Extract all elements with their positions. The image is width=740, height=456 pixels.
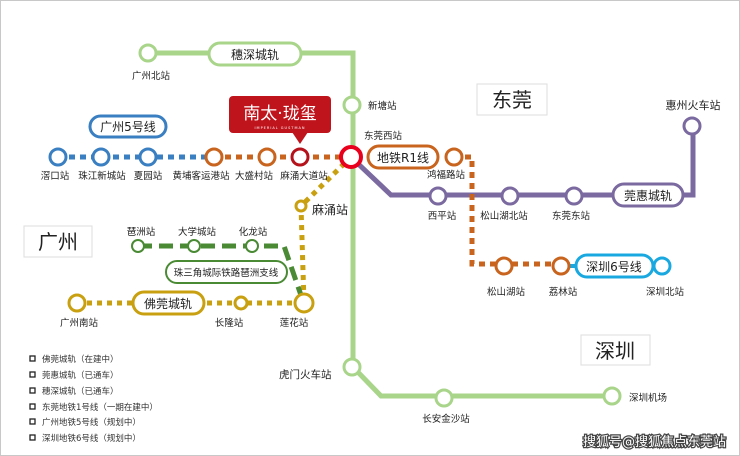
legend-item: 深圳地铁6号线（规划中） bbox=[29, 433, 141, 444]
station-name: 珠江新城站 bbox=[78, 170, 126, 182]
station-lianhua[interactable] bbox=[293, 292, 315, 314]
svg-text:广州5号线: 广州5号线 bbox=[100, 120, 156, 134]
region-dongguan: 东莞 bbox=[476, 83, 548, 116]
svg-text:IMPERIAL GUSTMAN: IMPERIAL GUSTMAN bbox=[255, 126, 306, 130]
station-hongfulu[interactable] bbox=[444, 147, 464, 167]
legend-item: 东莞地铁1号线（一期在建中） bbox=[29, 402, 158, 413]
label-guanhui: 莞惠城轨 bbox=[611, 182, 685, 208]
station-name: 长隆站 bbox=[215, 317, 244, 329]
station-name: 深圳机场 bbox=[629, 392, 667, 404]
station-humen[interactable] bbox=[342, 357, 362, 377]
station-name: 松山湖北站 bbox=[480, 210, 528, 222]
svg-text:珠三角城际铁路琶洲支线: 珠三角城际铁路琶洲支线 bbox=[174, 267, 279, 279]
station-songshanhu[interactable] bbox=[494, 256, 514, 276]
station-dongguandong[interactable] bbox=[564, 186, 584, 206]
station-hualong[interactable] bbox=[245, 239, 259, 253]
station-shenzhenjichang[interactable] bbox=[602, 386, 622, 406]
svg-text:佛莞城轨（在建中）: 佛莞城轨（在建中） bbox=[42, 354, 119, 365]
svg-text:莞惠城轨（已通车）: 莞惠城轨（已通车） bbox=[42, 370, 119, 381]
line-guanhui bbox=[349, 126, 696, 198]
station-xiping[interactable] bbox=[428, 186, 448, 206]
station-songshanhubei[interactable] bbox=[500, 186, 520, 206]
station-name: 西平站 bbox=[428, 210, 457, 222]
station-guangzhounan[interactable] bbox=[67, 293, 87, 313]
station-lilin[interactable] bbox=[551, 256, 571, 276]
station-huangpu[interactable] bbox=[204, 147, 224, 167]
legend-item: 佛莞城轨（在建中） bbox=[29, 354, 119, 365]
svg-text:广州地铁5号线（规划中）: 广州地铁5号线（规划中） bbox=[42, 417, 141, 428]
station-name: 黄埔客运港站 bbox=[172, 170, 230, 182]
station-changanjinsha[interactable] bbox=[434, 388, 454, 408]
project-logo: 南太·珑玺 IMPERIAL GUSTMAN bbox=[229, 96, 331, 144]
station-dongguanxi[interactable] bbox=[339, 145, 363, 169]
svg-text:莞惠城轨: 莞惠城轨 bbox=[624, 189, 672, 203]
station-name: 深圳北站 bbox=[646, 286, 685, 298]
svg-text:佛莞城轨: 佛莞城轨 bbox=[144, 297, 192, 311]
svg-text:深圳: 深圳 bbox=[595, 339, 635, 363]
station-changlong[interactable] bbox=[233, 295, 249, 311]
svg-text:地铁R1线: 地铁R1线 bbox=[377, 151, 429, 165]
svg-text:东莞地铁1号线（一期在建中）: 东莞地铁1号线（一期在建中） bbox=[42, 402, 158, 413]
station-dashengcun[interactable] bbox=[257, 147, 277, 167]
svg-text:穗深城轨: 穗深城轨 bbox=[231, 48, 279, 62]
svg-text:南太·珑玺: 南太·珑玺 bbox=[243, 104, 316, 124]
station-name: 惠州火车站 bbox=[666, 98, 721, 112]
region-shenzhen: 深圳 bbox=[580, 334, 651, 366]
station-name: 新塘站 bbox=[368, 100, 397, 112]
svg-text:深圳6号线: 深圳6号线 bbox=[586, 260, 642, 274]
station-name: 松山湖站 bbox=[487, 286, 526, 298]
station-name: 莲花站 bbox=[280, 317, 309, 329]
station-name: 广州南站 bbox=[60, 317, 99, 329]
label-r1: 地铁R1线 bbox=[366, 144, 440, 170]
station-pazhou[interactable] bbox=[131, 239, 145, 253]
station-zhujiangxincheng[interactable] bbox=[91, 147, 111, 167]
svg-text:广州: 广州 bbox=[38, 230, 78, 254]
watermark: 搜狐号@搜狐焦点东莞站 bbox=[583, 435, 726, 450]
svg-text:东莞: 东莞 bbox=[492, 88, 532, 112]
station-name: 化龙站 bbox=[239, 226, 268, 238]
station-name: 东莞东站 bbox=[552, 210, 591, 222]
station-daxuecheng[interactable] bbox=[187, 239, 201, 253]
station-name: 荔林站 bbox=[549, 286, 578, 298]
station-name: 大学城站 bbox=[178, 226, 217, 238]
label-pazhou: 珠三角城际铁路琶洲支线 bbox=[165, 260, 288, 284]
station-shenzhenbei[interactable] bbox=[652, 256, 672, 276]
legend-item: 穗深城轨（已通车） bbox=[29, 386, 119, 397]
station-machong[interactable] bbox=[294, 199, 308, 213]
station-name: 麻涌大道站 bbox=[280, 170, 328, 182]
label-foguan: 佛莞城轨 bbox=[131, 290, 206, 316]
station-xiayuan[interactable] bbox=[138, 147, 158, 167]
svg-text:深圳地铁6号线（规划中）: 深圳地铁6号线（规划中） bbox=[42, 433, 141, 444]
line-r1-east bbox=[454, 154, 561, 267]
label-gz5: 广州5号线 bbox=[88, 114, 168, 139]
station-name: 大盛村站 bbox=[235, 170, 274, 182]
station-name: 广州北站 bbox=[132, 70, 171, 82]
station-name: 滘口站 bbox=[41, 170, 70, 182]
station-name: 鸿福路站 bbox=[427, 169, 466, 181]
legend: 佛莞城轨（在建中） 莞惠城轨（已通车） 穗深城轨（已通车） 东莞地铁1号线（一期… bbox=[29, 354, 158, 444]
legend-item: 莞惠城轨（已通车） bbox=[29, 370, 119, 381]
svg-text:穗深城轨（已通车）: 穗深城轨（已通车） bbox=[42, 386, 119, 397]
station-guangzhoubei[interactable] bbox=[138, 43, 158, 63]
station-name: 东莞西站 bbox=[364, 130, 403, 142]
station-machongdadao[interactable] bbox=[290, 147, 310, 167]
station-jiaokou[interactable] bbox=[48, 147, 68, 167]
legend-item: 广州地铁5号线（规划中） bbox=[29, 417, 141, 428]
station-name: 长安金沙站 bbox=[422, 413, 470, 425]
label-sz6: 深圳6号线 bbox=[574, 253, 655, 279]
line-pazhou bbox=[138, 243, 306, 302]
station-name: 琶洲站 bbox=[127, 226, 156, 238]
region-guangzhou: 广州 bbox=[23, 225, 93, 258]
station-huizhou[interactable] bbox=[682, 116, 702, 136]
station-name: 麻涌站 bbox=[312, 202, 348, 217]
station-xintang[interactable] bbox=[342, 95, 362, 115]
label-suishen: 穗深城轨 bbox=[207, 41, 303, 67]
station-name: 虎门火车站 bbox=[279, 368, 332, 381]
station-name: 夏园站 bbox=[134, 170, 163, 182]
